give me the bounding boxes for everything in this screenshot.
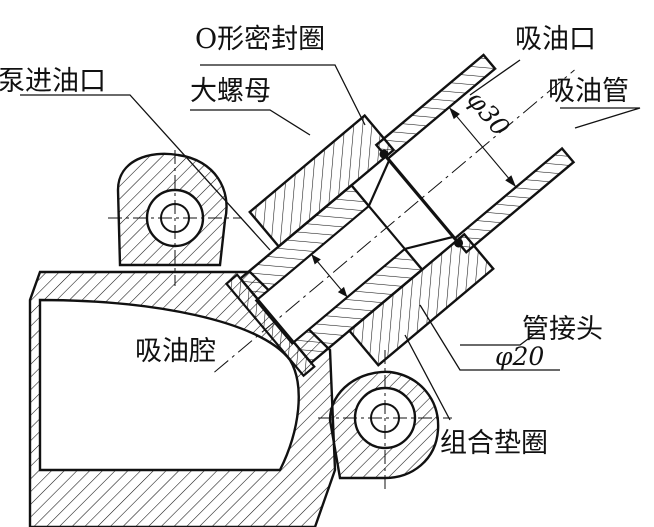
pipe-joint-label: 管接头 — [522, 314, 603, 345]
o-ring-seal — [384, 154, 459, 243]
big-nut-lower — [347, 232, 495, 367]
fitting-assembly — [214, 53, 576, 378]
upper-bolt-hole — [108, 150, 242, 286]
big-nut-label: 大螺母 — [190, 76, 271, 107]
o-ring-label: O形密封圈 — [195, 24, 325, 55]
suction-port-label: 吸油口 — [515, 24, 596, 55]
lower-bolt-hole — [318, 350, 452, 490]
leader-lines — [20, 59, 641, 421]
suction-pipe-label: 吸油管 — [548, 76, 629, 107]
combined-gasket-label: 组合垫圈 — [440, 428, 548, 459]
suction-chamber-label: 吸油腔 — [135, 336, 216, 367]
pump-inlet-label: 泵进油口 — [0, 66, 106, 97]
dimension-d20: φ20 — [495, 342, 544, 371]
